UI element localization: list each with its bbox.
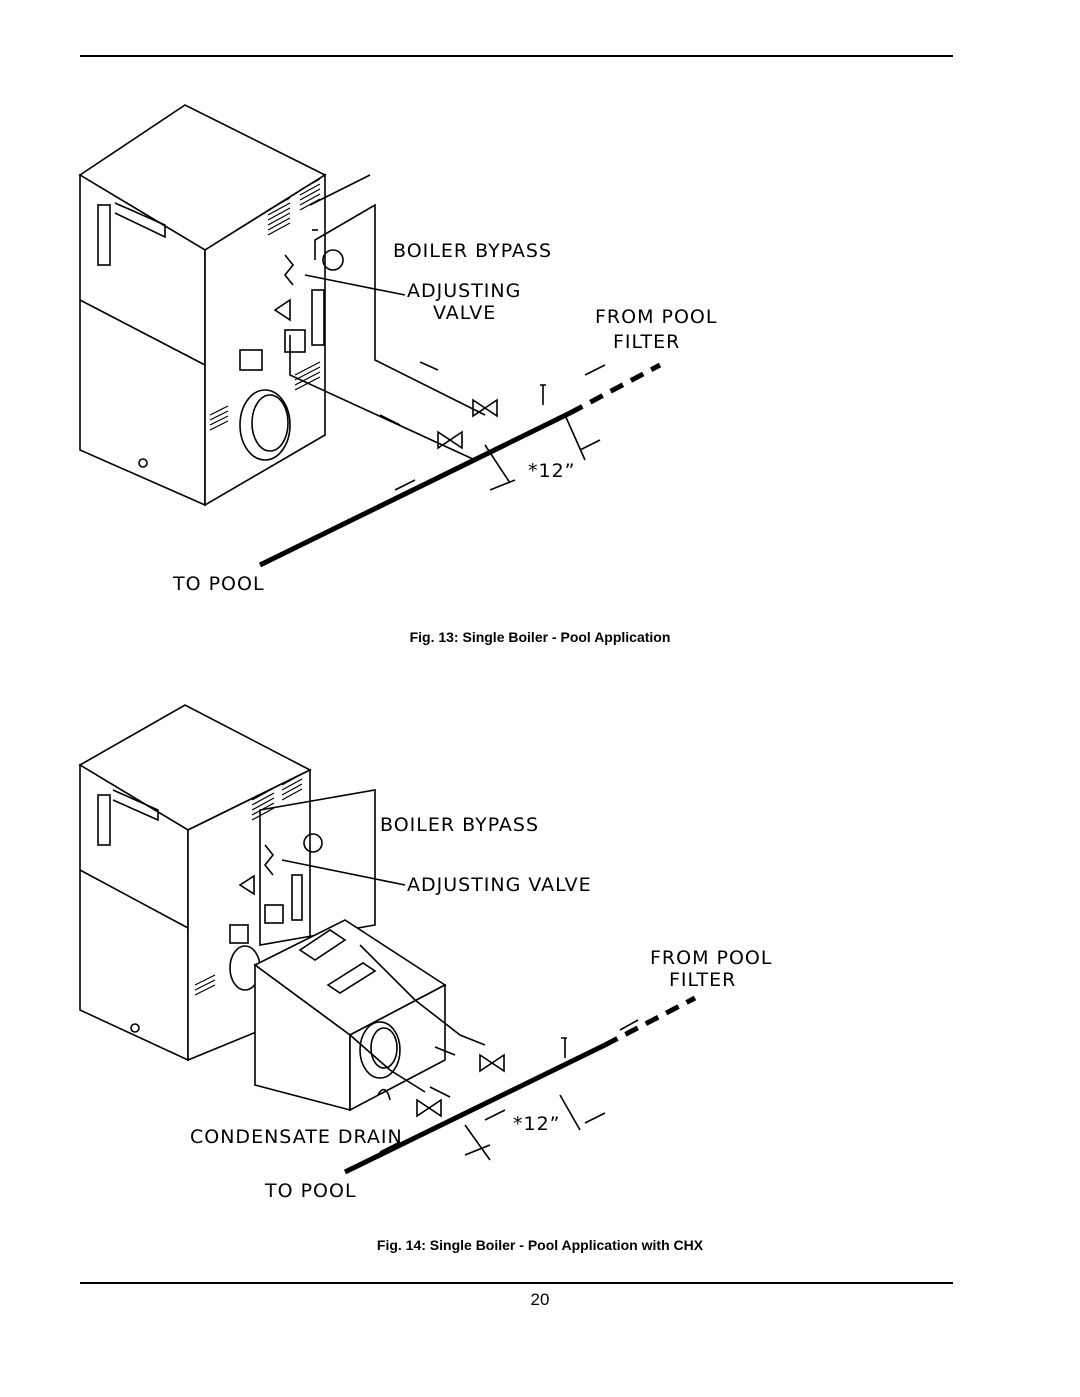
label-from-pool: FROM POOL <box>595 306 717 328</box>
page-number: 20 <box>530 1290 550 1309</box>
label-boiler-bypass: BOILER BYPASS <box>393 240 552 262</box>
figure-13-caption: Fig. 13: Single Boiler - Pool Applicatio… <box>409 629 671 645</box>
label-filter: FILTER <box>669 969 736 991</box>
top-rule <box>80 55 953 57</box>
bottom-rule <box>80 1282 953 1284</box>
label-condensate-drain: CONDENSATE DRAIN <box>190 1126 403 1148</box>
label-adjusting-valve: ADJUSTING VALVE <box>407 874 592 896</box>
label-filter: FILTER <box>613 331 680 353</box>
figure-14-caption: Fig. 14: Single Boiler - Pool Applicatio… <box>376 1237 704 1253</box>
label-dimension: *12” <box>513 1113 561 1135</box>
pool-main-line <box>343 1042 607 1175</box>
figure-13-diagram: BOILER BYPASS ADJUSTING VALVE FROM POOL … <box>60 95 760 605</box>
label-to-pool: TO POOL <box>264 1180 357 1202</box>
label-adjusting: ADJUSTING <box>407 280 521 302</box>
figure-14-diagram: BOILER BYPASS ADJUSTING VALVE FROM POOL … <box>60 700 780 1205</box>
pool-main-line <box>258 410 572 568</box>
label-to-pool: TO POOL <box>172 573 265 595</box>
label-from-pool: FROM POOL <box>650 947 772 969</box>
label-valve: VALVE <box>433 302 496 324</box>
label-dimension: *12” <box>528 460 576 482</box>
pool-filter-dashed-line <box>568 362 662 416</box>
boiler-side <box>204 173 326 507</box>
label-boiler-bypass: BOILER BYPASS <box>380 814 539 836</box>
pool-filter-dashed-line <box>603 995 697 1048</box>
